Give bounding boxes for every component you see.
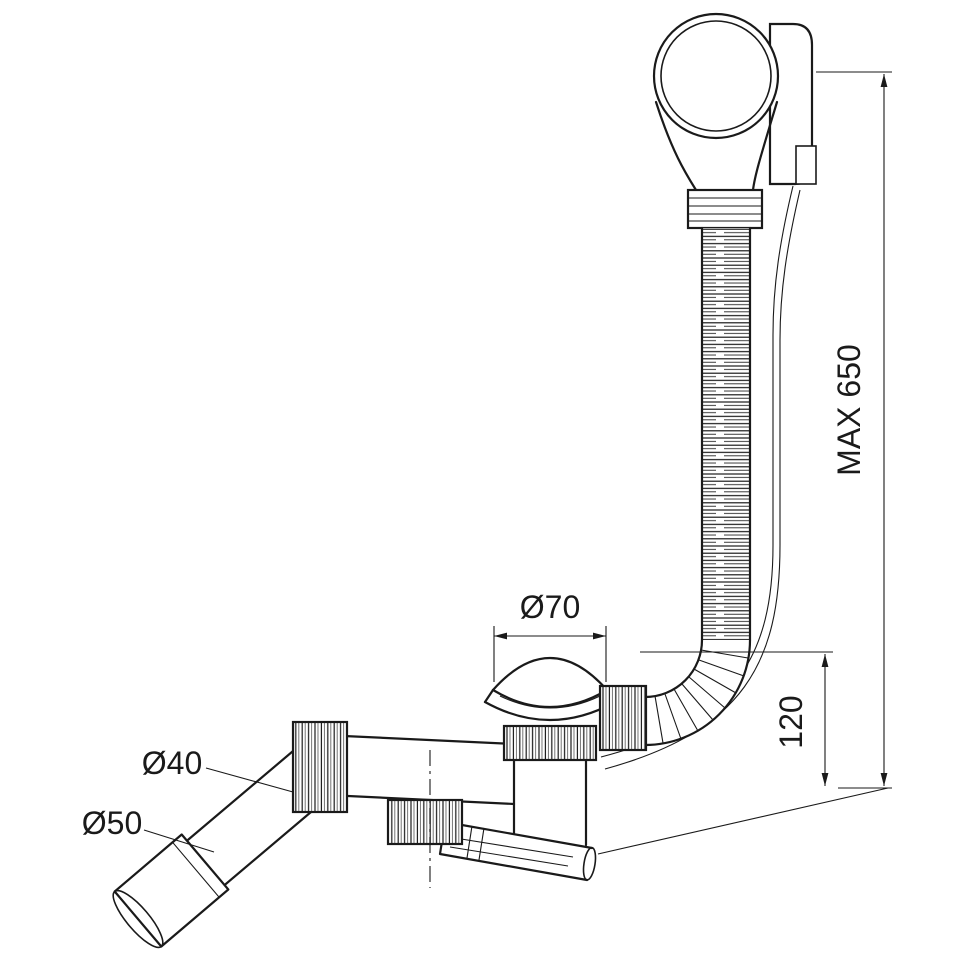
overflow-nut <box>686 188 764 230</box>
hose-straight <box>702 228 750 640</box>
hose-bend-ribs <box>654 649 749 744</box>
hose-bend <box>645 640 750 745</box>
overflow-funnel <box>751 100 779 192</box>
outlet-spigot <box>440 822 592 880</box>
overflow-cap-inner-rim <box>660 20 772 132</box>
overflow-funnel <box>654 100 698 192</box>
elbow-nut <box>291 720 349 814</box>
corrugated-hose <box>643 226 752 747</box>
label-120: 120 <box>773 695 809 748</box>
drain-assembly <box>438 657 648 882</box>
spigot-socket-lines <box>466 825 485 861</box>
cable-housing <box>795 145 817 185</box>
overflow-cap-outer-rim <box>652 12 780 140</box>
label-diameter-70: Ø70 <box>520 589 580 625</box>
dimensions: Ø70 MAX 650 120 Ø40 Ø50 <box>82 71 892 855</box>
trap-elbow-outlet <box>112 720 464 949</box>
leader-d50 <box>143 829 215 853</box>
label-diameter-40: Ø40 <box>142 745 202 781</box>
outlet-mouth <box>112 889 164 949</box>
dim-leader-bottom <box>597 787 889 855</box>
overflow-head <box>652 12 817 230</box>
tee-body <box>512 758 588 847</box>
spigot-shading <box>449 837 574 867</box>
spigot-mouth <box>582 846 597 881</box>
label-max-650: MAX 650 <box>831 344 867 476</box>
leader-d40 <box>205 767 294 793</box>
drain-cap-inner-rim <box>499 695 601 709</box>
drain-cap <box>493 658 607 707</box>
outlet-socket-line <box>172 841 220 898</box>
hose-union-nut <box>598 684 648 752</box>
overflow-nut-ribs <box>688 197 762 222</box>
label-diameter-50: Ø50 <box>82 805 142 841</box>
trap-union-nut <box>386 798 464 846</box>
waste-pipe-horizontal <box>342 734 516 806</box>
locknut <box>502 724 598 762</box>
outlet-pipe-50 <box>114 834 229 947</box>
